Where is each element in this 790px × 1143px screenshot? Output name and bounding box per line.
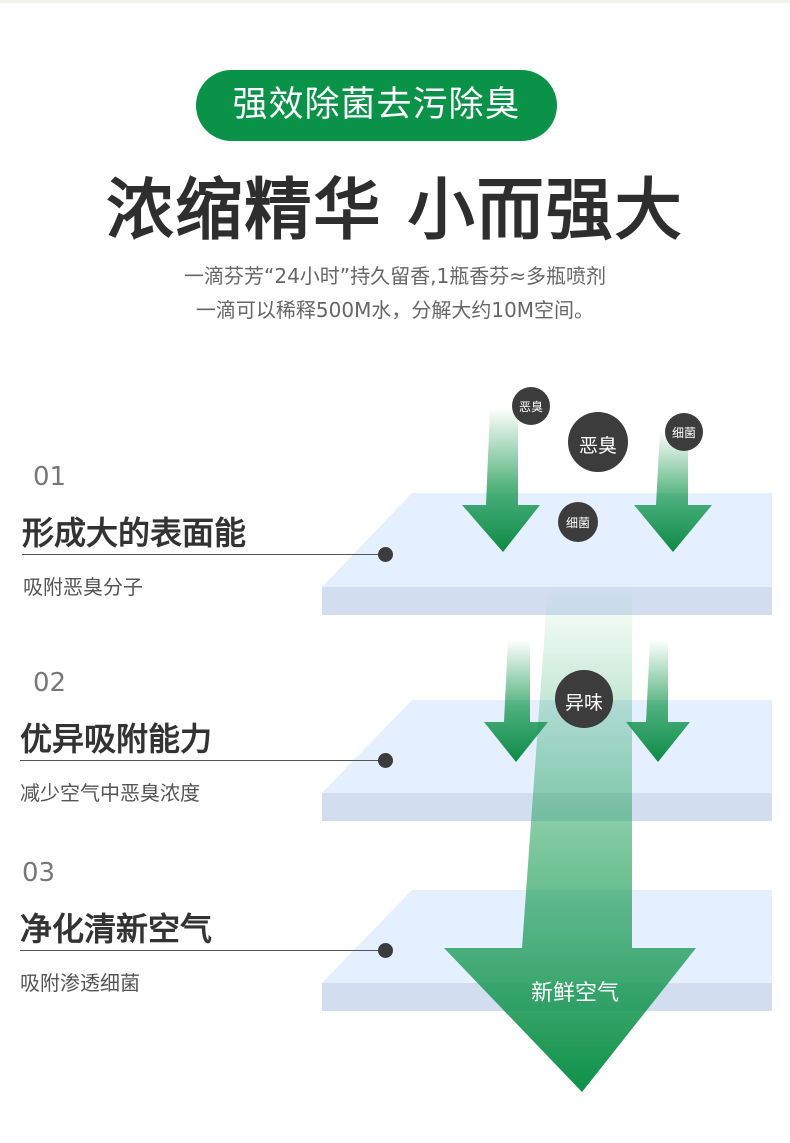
step-1-connector xyxy=(22,554,384,555)
headline-badge: 强效除菌去污除臭 xyxy=(196,70,557,141)
odor-label-small: 恶臭 xyxy=(518,400,543,414)
fresh-air-arrow xyxy=(444,585,696,1092)
step-1-desc: 吸附恶臭分子 xyxy=(23,575,143,599)
step-1-number: 01 xyxy=(33,462,67,492)
incoming-arrow-1 xyxy=(462,408,540,552)
bacteria-label-2: 细菌 xyxy=(565,516,590,530)
step-3-number: 03 xyxy=(22,858,56,888)
odd-smell-label: 异味 xyxy=(564,692,603,714)
step-1-dot xyxy=(378,547,393,562)
incoming-arrow-4 xyxy=(626,640,690,762)
subtitle-line-2: 一滴可以稀释500M水，分解大约10M空间。 xyxy=(195,298,595,322)
fresh-air-label: 新鲜空气 xyxy=(530,981,619,1006)
step-3-title: 净化清新空气 xyxy=(20,910,213,948)
step-2-connector xyxy=(20,760,384,761)
step-1-title: 形成大的表面能 xyxy=(22,514,247,552)
top-divider xyxy=(0,0,790,3)
page-title: 浓缩精华 小而强大 xyxy=(106,171,684,249)
subtitle-line-1: 一滴芬芳“24小时”持久留香,1瓶香芬≈多瓶喷剂 xyxy=(183,264,606,288)
step-3-dot xyxy=(378,943,393,958)
step-2-title: 优异吸附能力 xyxy=(20,720,213,758)
odor-label-large: 恶臭 xyxy=(578,435,617,457)
step-2-dot xyxy=(378,753,393,768)
step-2-number: 02 xyxy=(33,668,67,698)
incoming-arrow-3 xyxy=(484,640,548,762)
step-3-desc: 吸附渗透细菌 xyxy=(20,971,140,995)
incoming-arrow-2 xyxy=(634,430,712,552)
step-2-desc: 减少空气中恶臭浓度 xyxy=(20,781,200,805)
step-3-connector xyxy=(20,950,384,951)
bacteria-label-1: 细菌 xyxy=(671,426,696,440)
